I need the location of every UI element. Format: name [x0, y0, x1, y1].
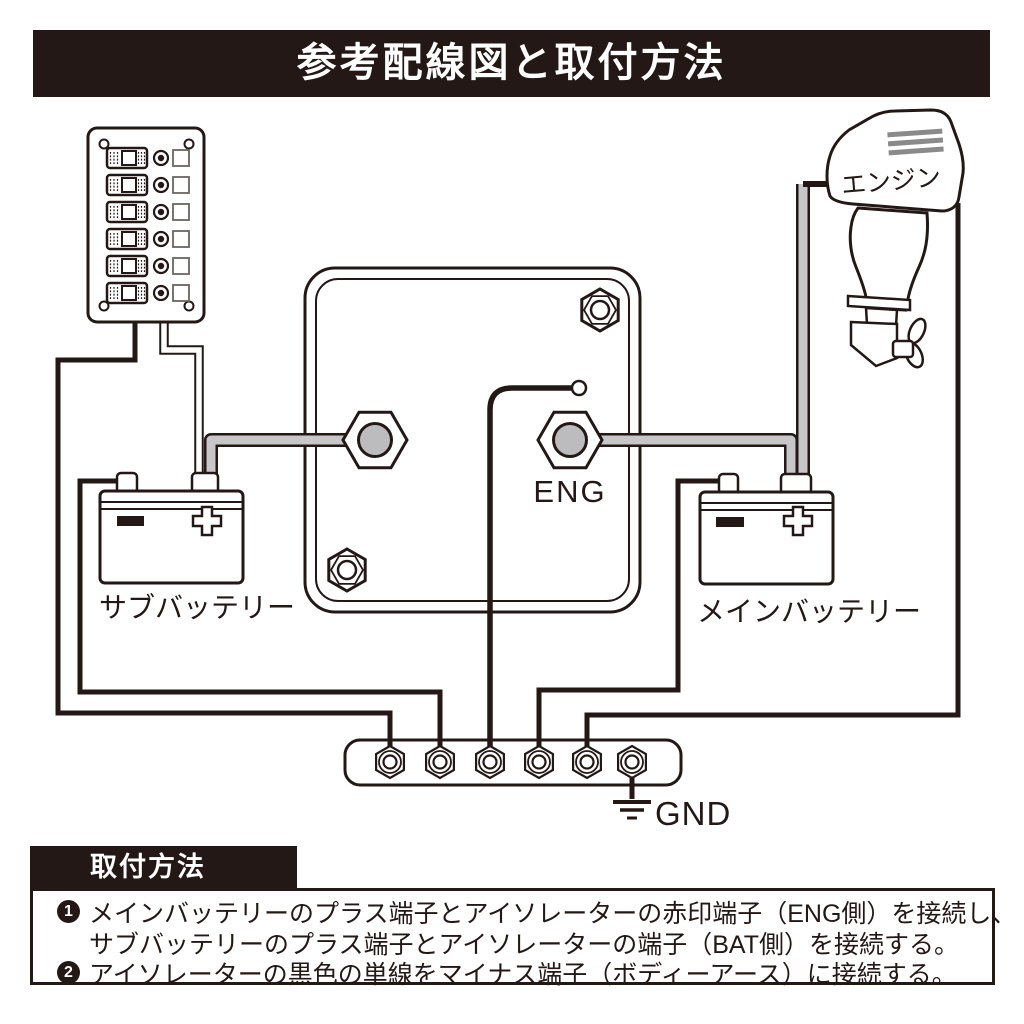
eng-terminal	[536, 410, 604, 470]
bus-terminal-ring	[620, 750, 644, 774]
gray-wires	[204, 184, 810, 478]
bus-terminal-ring	[575, 750, 599, 774]
howto-step-1-line-2: サブバッテリーのプラス端子とアイソレーターの端子（BAT側）を接続する。	[33, 927, 992, 959]
indicator-led-dot	[157, 289, 165, 297]
howto-step-2-line-1: 2 アイソレーターの黒色の単線をマイナス端子（ボディーアース）に接続する。	[33, 957, 992, 989]
step-1-badge: 1	[57, 900, 80, 923]
wire-panel-positive	[159, 320, 204, 478]
bus-terminal-hole	[624, 754, 640, 770]
wire-bat-terminal	[206, 435, 375, 478]
main-battery-label: メインバッテリー	[697, 596, 921, 627]
indicator-led	[152, 149, 170, 167]
switch-button	[121, 150, 137, 166]
howto-header: 取付方法	[30, 846, 297, 888]
eng-terminal-label: ENG	[533, 474, 606, 509]
sub-battery-minus-mark	[117, 516, 144, 526]
bus-terminal-ring	[428, 750, 452, 774]
indicator-led	[152, 203, 170, 221]
switch-button	[121, 204, 137, 220]
bus-terminal-hole	[579, 754, 595, 770]
bus-terminal-ring	[378, 750, 402, 774]
indicator-led-dot	[157, 235, 165, 243]
indicator-led-dot	[157, 208, 165, 216]
fuse-slot	[172, 284, 190, 302]
sub-battery-label: サブバッテリー	[99, 592, 295, 623]
engine-vents	[887, 128, 944, 156]
bus-terminal-hole	[432, 754, 448, 770]
fuse-slot	[172, 257, 190, 275]
isolator-bolt-bottom-left	[327, 547, 367, 593]
step-2-text: アイソレーターの黒色の単線をマイナス端子（ボディーアース）に接続する。	[89, 960, 957, 989]
engine-graphic: エンジン	[803, 108, 965, 369]
step-1-text-b: サブバッテリーのプラス端子とアイソレーターの端子（BAT側）を接続する。	[89, 930, 960, 959]
main-battery-plus-mark	[782, 505, 814, 537]
isolator-black-lead	[487, 385, 573, 748]
sub-battery-plus-mark	[191, 505, 223, 537]
wire-main-battery-negative	[536, 478, 726, 748]
fuse-slot	[172, 176, 190, 194]
engine-propeller	[891, 317, 927, 369]
fuse-slot	[172, 230, 190, 248]
howto-step-1-line-1: 1 メインバッテリーのプラス端子とアイソレーターの赤印端子（ENG側）を接続し、	[33, 896, 1016, 928]
isolator-lead-hole	[570, 379, 588, 397]
wire-sub-battery-negative	[77, 478, 443, 748]
switch-panel	[86, 126, 206, 324]
switch-button	[121, 231, 137, 247]
indicator-led	[152, 176, 170, 194]
indicator-led-dot	[157, 154, 165, 162]
howto-box: 1 メインバッテリーのプラス端子とアイソレーターの赤印端子（ENG側）を接続し、…	[30, 888, 1016, 989]
bus-terminal-hole	[531, 754, 547, 770]
bat-terminal	[341, 410, 409, 470]
indicator-led-dot	[157, 181, 165, 189]
page-title: 参考配線図と取付方法	[33, 30, 990, 97]
step-1-text-a: メインバッテリーのプラス端子とアイソレーターの赤印端子（ENG側）を接続し、	[89, 899, 1017, 928]
engine-neck	[848, 206, 929, 312]
wire-panel-ground	[55, 320, 393, 748]
indicator-led	[152, 257, 170, 275]
bus-bar-terminals	[375, 744, 648, 780]
engine-gearcase	[849, 320, 899, 368]
bus-terminal-hole	[382, 754, 398, 770]
indicator-led	[152, 230, 170, 248]
main-battery	[698, 472, 835, 586]
indicator-led	[152, 284, 170, 302]
black-wires	[55, 203, 961, 799]
main-battery-minus-mark	[716, 517, 744, 527]
switch-button	[121, 177, 137, 193]
switch-button	[121, 258, 137, 274]
switch-button	[121, 285, 137, 301]
wire-engine-ground	[584, 203, 961, 748]
fuse-slot	[172, 149, 190, 167]
bus-terminal-hole	[482, 754, 498, 770]
ground-symbol	[613, 800, 651, 820]
step-2-badge: 2	[57, 961, 80, 984]
isolator-bolt-top-right	[580, 287, 620, 333]
bus-terminal-ring	[478, 750, 502, 774]
gnd-label: GND	[655, 795, 731, 832]
sub-battery	[98, 471, 245, 585]
engine-cowling	[825, 108, 965, 213]
engine-plate	[846, 294, 912, 312]
bus-terminal-ring	[527, 750, 551, 774]
indicator-led-dot	[157, 262, 165, 270]
fuse-slot	[172, 203, 190, 221]
panel-rows	[105, 146, 190, 305]
wire-eng-terminal	[570, 435, 796, 478]
